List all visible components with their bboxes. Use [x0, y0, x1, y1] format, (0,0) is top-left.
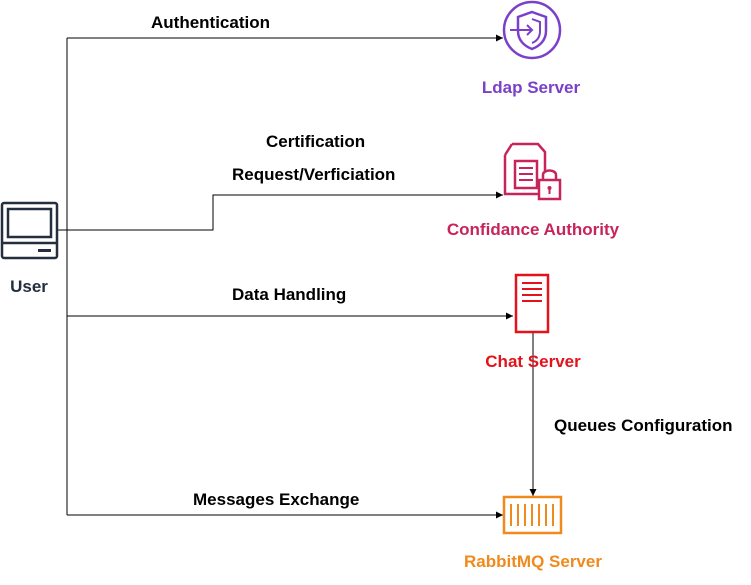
- rabbitmq-server-label: RabbitMQ Server: [464, 552, 602, 571]
- edge-label-certification: Certification: [266, 132, 365, 151]
- edge-certification: [57, 191, 503, 231]
- edge-label-queues-configuration: Queues Configuration: [554, 416, 733, 435]
- ldap-server-label: Ldap Server: [482, 78, 581, 97]
- edge-label-request-verification: Request/Verficiation: [232, 165, 395, 184]
- edge-label-messages-exchange: Messages Exchange: [193, 490, 359, 509]
- chat-server-node: Chat Server: [485, 273, 581, 371]
- server-icon: [514, 273, 550, 334]
- identity-shield-icon: [502, 0, 562, 60]
- certificate-authority-icon: [503, 142, 562, 201]
- confidance-authority-label: Confidance Authority: [447, 220, 620, 239]
- chat-server-label: Chat Server: [485, 352, 581, 371]
- rabbitmq-server-node: RabbitMQ Server: [464, 495, 602, 571]
- confidance-authority-node: Confidance Authority: [447, 142, 620, 239]
- laptop-icon: [0, 201, 59, 260]
- user-node: User: [0, 201, 59, 296]
- edge-label-authentication: Authentication: [151, 13, 270, 32]
- queue-icon: [502, 495, 563, 535]
- user-label: User: [10, 277, 48, 296]
- ldap-server-node: Ldap Server: [482, 0, 581, 97]
- edge-label-data-handling: Data Handling: [232, 285, 346, 304]
